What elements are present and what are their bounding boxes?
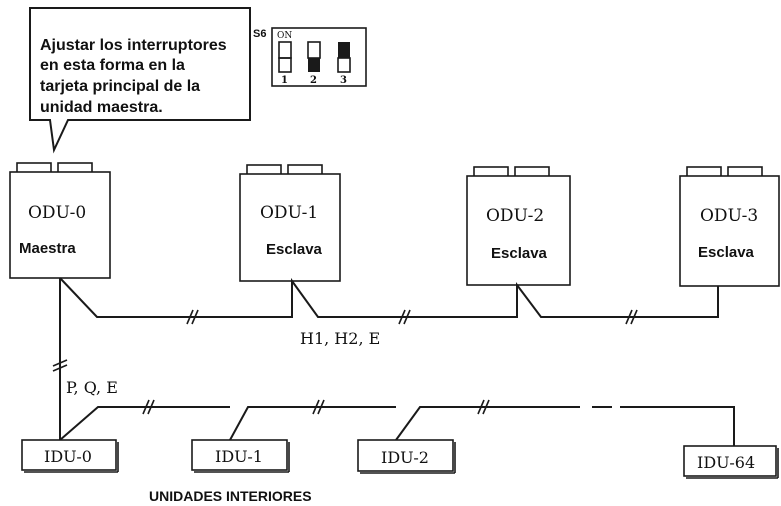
dip-switch-1 [278,41,292,73]
switch-panel-label: S6 [253,28,266,40]
odu-0-name: ODU-0 [28,203,86,223]
odu-1-role: Esclava [266,241,323,258]
odu-2-role: Esclava [491,245,548,262]
idu-2-unit: IDU-2 [357,439,456,474]
idu-bus-wire [52,278,735,446]
switch-panel-frame [271,27,367,87]
odu-3-role: Esclava [698,244,755,261]
switch-number-2: 2 [310,75,317,86]
odu-0-role: Maestra [19,240,76,257]
dip-switch-2 [307,41,321,72]
callout-line-2: en esta forma en la [40,57,185,74]
odu-0-unit: ODU-0 Maestra [9,162,111,279]
odu-1-unit: ODU-1 Esclava [239,164,341,282]
switch-number-3: 3 [340,75,347,86]
odu-2-name: ODU-2 [486,206,544,226]
switch-on-label: ON [277,31,292,41]
switch-number-1: 1 [281,75,288,86]
odu-2-unit: ODU-2 Esclava [466,166,571,286]
idu-2-name: IDU-2 [381,448,429,467]
callout-line-1: Ajustar los interruptores [40,37,227,54]
odu-bus-wire [59,277,719,325]
odu-bus-label: H1, H2, E [300,329,380,348]
odu-1-name: ODU-1 [260,203,318,223]
odu-3-unit: ODU-3 Esclava [679,166,780,287]
callout-line-3: tarjeta principal de la [40,78,200,95]
dip-switch-3 [337,42,351,73]
indoor-units-caption: UNIDADES INTERIORES [149,488,312,504]
callout-bubble [29,7,251,154]
idu-1-name: IDU-1 [215,447,263,466]
idu-64-unit: IDU-64 [683,445,779,479]
idu-1-unit: IDU-1 [191,439,290,473]
callout-line-4: unidad maestra. [40,99,163,116]
idu-0-unit: IDU-0 [21,439,119,473]
idu-0-name: IDU-0 [44,447,92,466]
odu-3-name: ODU-3 [700,206,758,226]
idu-64-name: IDU-64 [697,453,755,472]
idu-bus-label: P, Q, E [66,378,118,397]
